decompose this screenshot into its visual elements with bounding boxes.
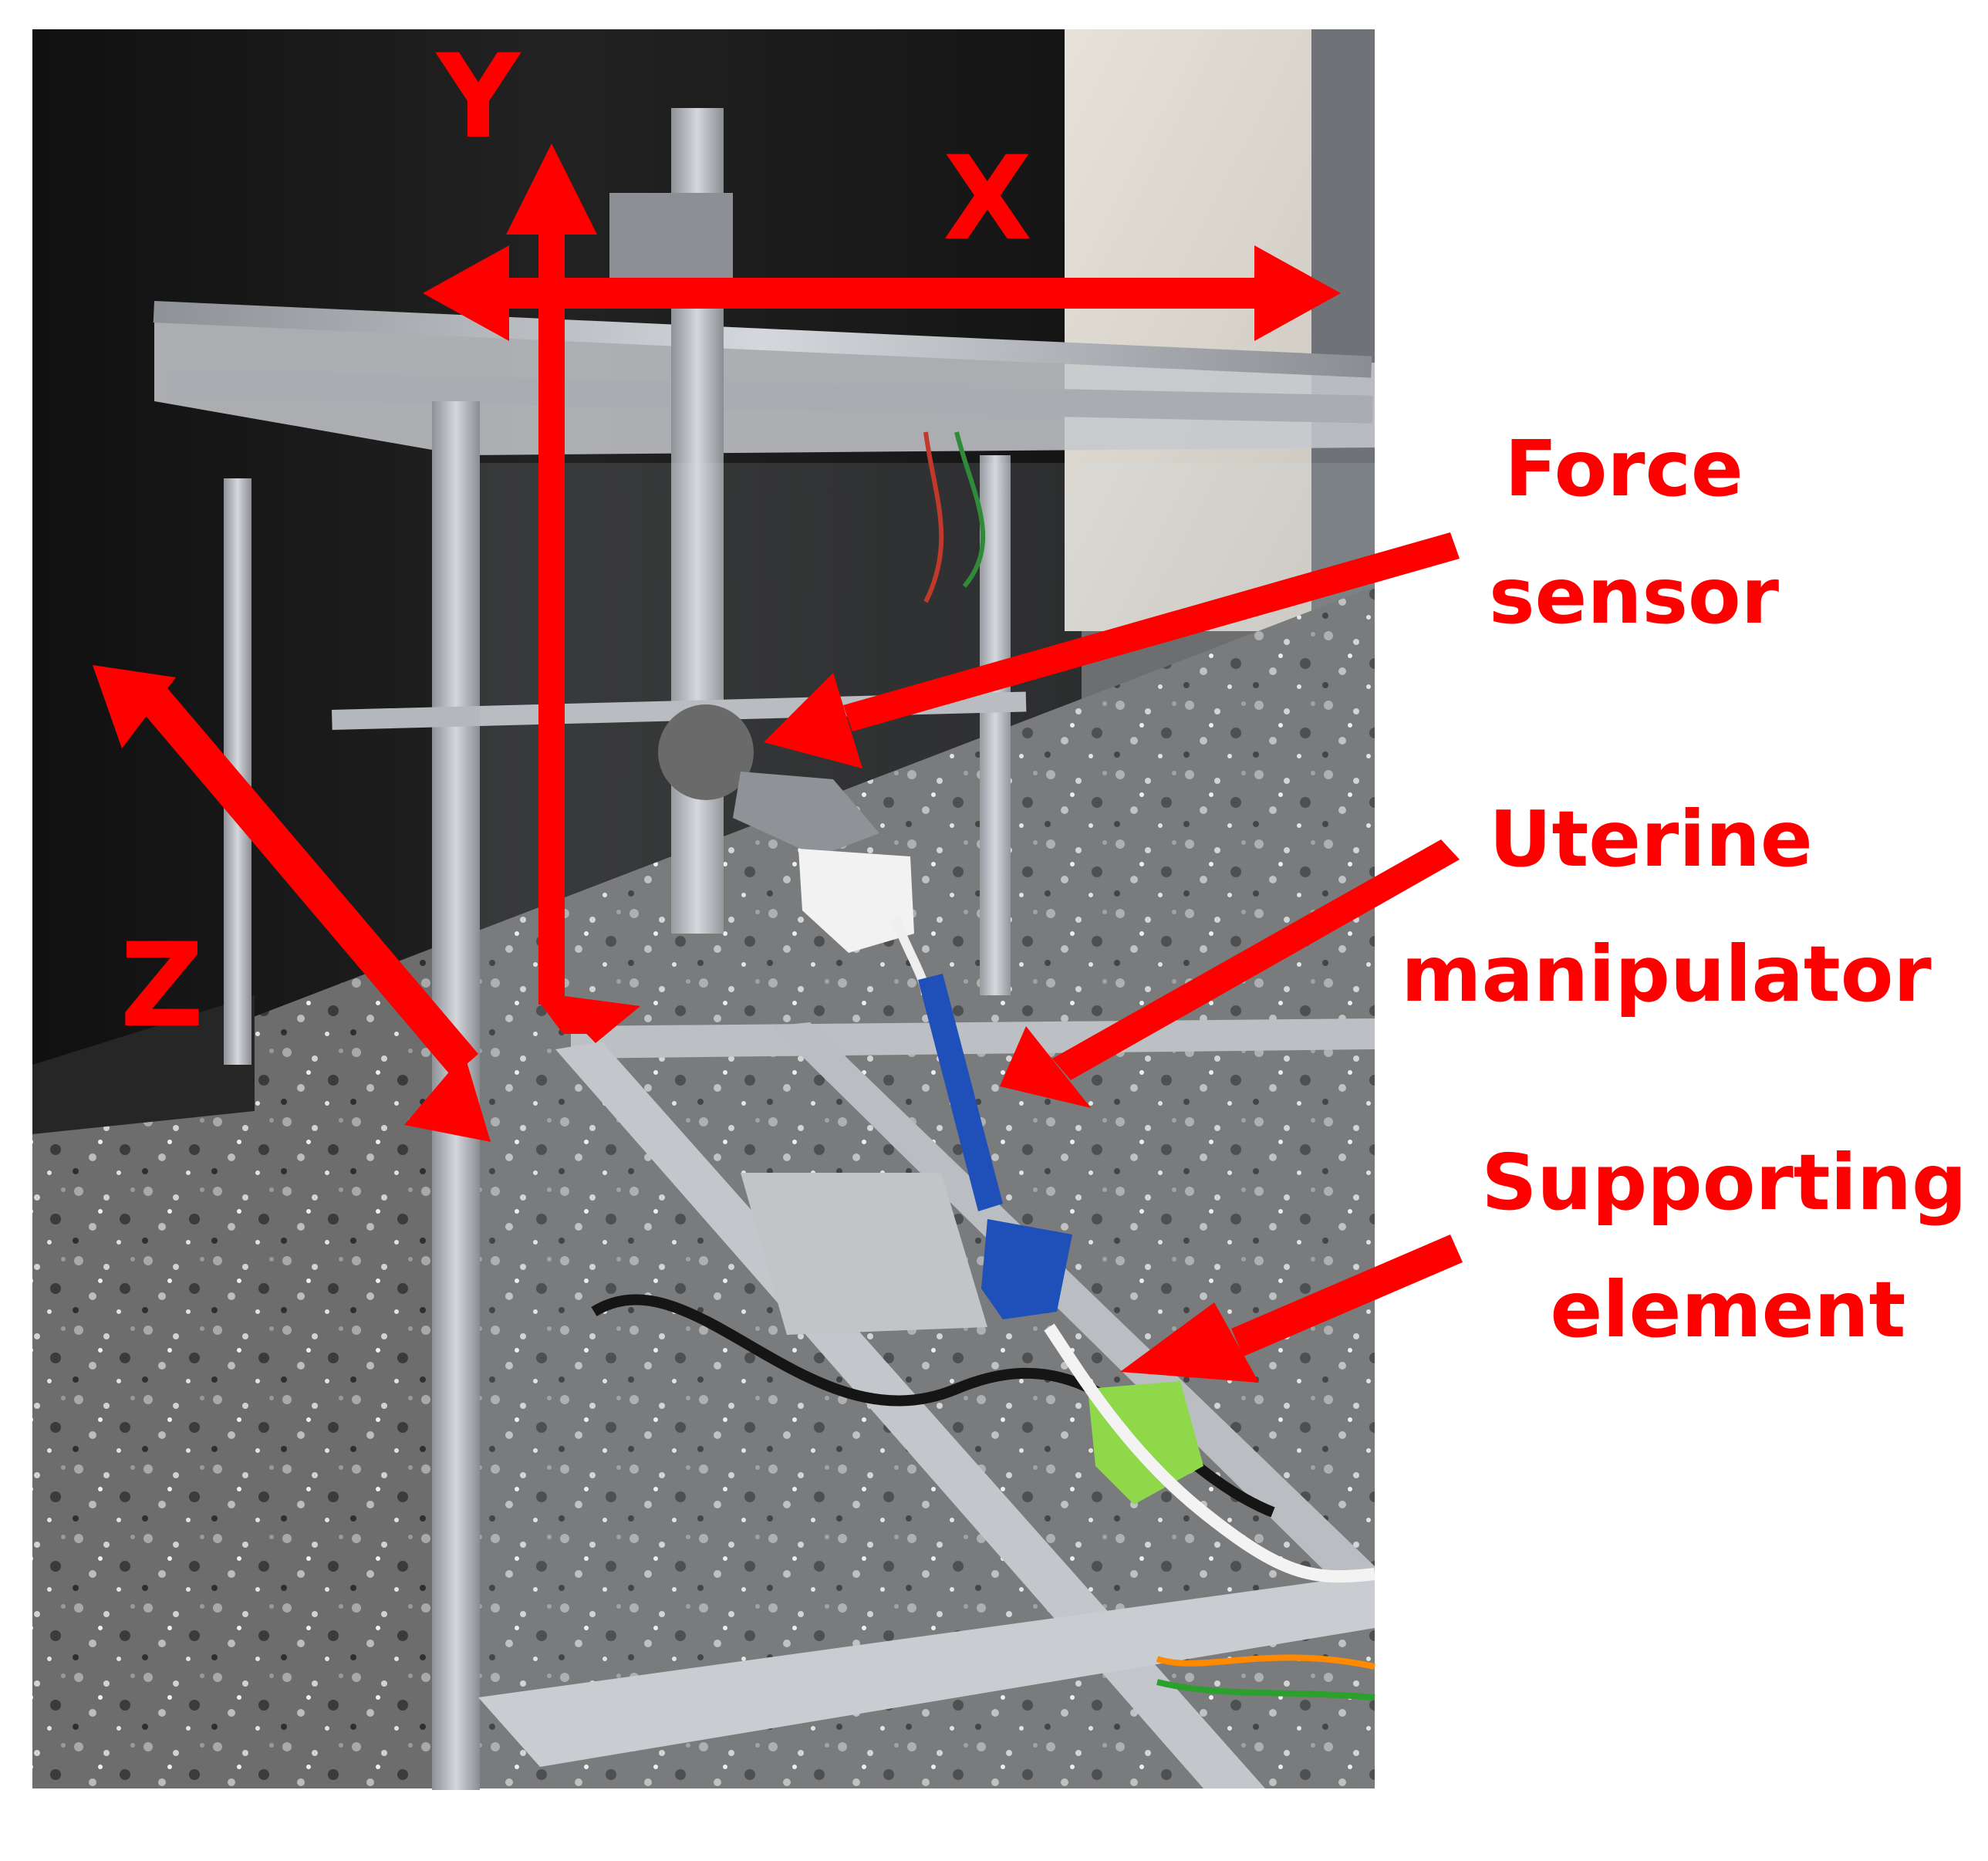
stepper-wire-red <box>923 431 944 603</box>
manipulator-tube <box>1044 1323 1375 1583</box>
uterine-manipulator-label-line2: manipulator <box>1401 929 1932 1019</box>
rear-right-post <box>980 455 1011 995</box>
annotation-arrows <box>93 144 1463 1383</box>
force-sensor-label-line1: Force <box>1504 424 1743 514</box>
force-sensor-body <box>658 704 754 800</box>
x-axis-label: X <box>943 132 1032 266</box>
front-bottom-rail <box>478 1574 1375 1767</box>
lower-back-rail <box>571 1018 1375 1059</box>
instrument <box>658 704 1375 1583</box>
uterine-manipulator-arrow <box>1000 839 1460 1108</box>
stepper-wire-green <box>954 431 986 588</box>
acrylic-enclosure <box>480 463 1375 1788</box>
top-x-rail <box>153 301 1372 378</box>
supporting-element-label-line1: Supporting <box>1481 1137 1967 1228</box>
z-axis-label: Z <box>120 919 204 1053</box>
top-front-rail <box>169 370 1373 424</box>
orange-wires <box>1156 1654 1375 1670</box>
curtain-floor-shadow <box>32 995 255 1134</box>
uterine-manipulator-label-line1: Uterine <box>1489 794 1813 884</box>
wall-column <box>1311 29 1375 631</box>
x-axis-arrow <box>423 245 1341 341</box>
force-sensor-label-line2: sensor <box>1489 551 1780 641</box>
green-wires <box>1156 1679 1375 1701</box>
y-axis-label: Y <box>436 30 521 164</box>
supporting-element-label-line2: element <box>1550 1265 1906 1355</box>
lower-diagonal-rail-2 <box>771 1022 1375 1620</box>
power-supply <box>741 1173 987 1335</box>
sensor-adapter <box>733 772 879 856</box>
manipulator-handle <box>798 849 914 953</box>
manipulator-shaft <box>918 974 1003 1211</box>
lower-diagonal-rail-1 <box>555 1042 1265 1788</box>
z-axis-arrow <box>93 665 491 1142</box>
force-sensor-arrow <box>764 532 1460 768</box>
supporting-element-shape <box>1088 1381 1203 1505</box>
manipulator-cup <box>981 1219 1072 1319</box>
middle-cross-rail <box>332 691 1027 730</box>
y-axis-arrow <box>506 144 640 1043</box>
supporting-element-arrow <box>1120 1234 1463 1383</box>
